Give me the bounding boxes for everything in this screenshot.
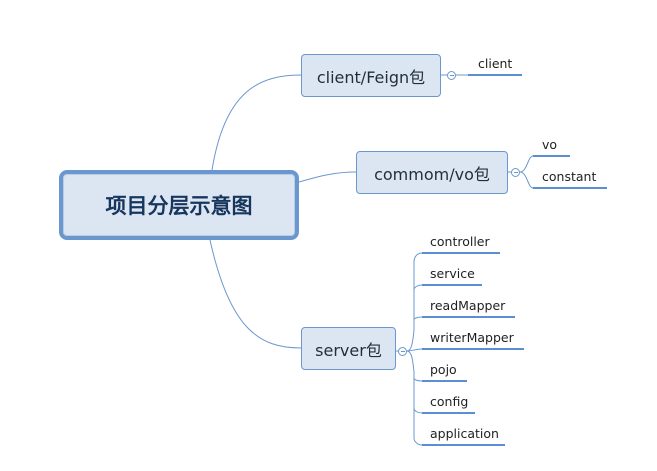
leaf-controller[interactable]: controller xyxy=(430,234,490,249)
branch-node-server[interactable]: server包 xyxy=(301,327,396,370)
leaf-client[interactable]: client xyxy=(478,56,513,71)
leaf-writermapper[interactable]: writerMapper xyxy=(430,330,514,345)
collapse-toggle-icon[interactable] xyxy=(447,71,456,80)
leaf-vo[interactable]: vo xyxy=(542,137,558,152)
leaf-pojo[interactable]: pojo xyxy=(430,362,457,377)
leaf-config[interactable]: config xyxy=(430,394,469,409)
root-label: 项目分层示意图 xyxy=(105,194,253,218)
leaf-application[interactable]: application xyxy=(430,426,499,441)
branch-label-common: commom/vo包 xyxy=(374,164,490,184)
leaf-constant[interactable]: constant xyxy=(542,169,597,184)
branch-label-client: client/Feign包 xyxy=(316,67,426,87)
collapse-toggle-icon[interactable] xyxy=(511,168,520,177)
leaf-service[interactable]: service xyxy=(430,266,475,281)
branch-node-client[interactable]: client/Feign包 xyxy=(301,54,441,97)
leaf-readmapper[interactable]: readMapper xyxy=(430,298,506,313)
branch-label-server: server包 xyxy=(315,340,382,360)
collapse-toggle-icon[interactable] xyxy=(398,347,407,356)
root-node[interactable]: 项目分层示意图 xyxy=(59,170,299,240)
branch-node-common[interactable]: commom/vo包 xyxy=(356,151,508,194)
